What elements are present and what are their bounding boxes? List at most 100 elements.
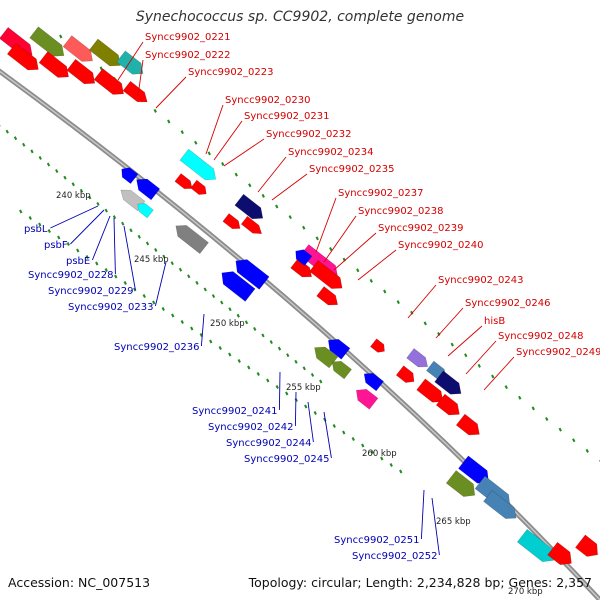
track-dot bbox=[203, 287, 207, 292]
forward-gene-label: Syncc9902_0222 bbox=[145, 50, 231, 61]
track-dot bbox=[253, 326, 257, 331]
track-dot bbox=[133, 287, 137, 292]
topology-label: Topology: circular; Length: 2,234,828 bp… bbox=[248, 575, 592, 590]
track-dot bbox=[161, 307, 165, 311]
track-dot bbox=[228, 352, 232, 357]
track-dot bbox=[171, 313, 175, 318]
reverse-gene-leader bbox=[294, 391, 297, 427]
scale-label: 260 kbp bbox=[362, 449, 397, 459]
track-dot bbox=[558, 427, 562, 432]
track-dot bbox=[266, 378, 270, 383]
gene-arrow bbox=[295, 249, 313, 267]
track-dot bbox=[275, 204, 279, 209]
track-dot bbox=[585, 448, 589, 453]
track-dot bbox=[129, 228, 133, 233]
gene-arrow bbox=[66, 58, 96, 85]
track-dot bbox=[207, 151, 211, 156]
track-dot bbox=[237, 359, 241, 363]
track-dot bbox=[194, 140, 198, 145]
track-dot bbox=[19, 209, 23, 214]
track-dot bbox=[423, 321, 427, 326]
forward-gene-label: Syncc9902_0221 bbox=[145, 32, 231, 43]
reverse-gene-label: Syncc9902_0242 bbox=[208, 422, 294, 433]
track-dot bbox=[286, 353, 290, 358]
forward-gene-label: Syncc9902_0234 bbox=[288, 147, 374, 158]
reverse-gene-leader bbox=[91, 215, 111, 261]
gene-arrow bbox=[234, 193, 264, 220]
forward-gene-label: Syncc9902_0230 bbox=[225, 95, 311, 106]
track-dot bbox=[504, 385, 508, 390]
gene-arrow bbox=[434, 370, 462, 395]
gene-arrow bbox=[328, 338, 351, 360]
track-dot bbox=[76, 248, 80, 253]
track-dot bbox=[162, 254, 166, 259]
track-dot bbox=[464, 353, 468, 358]
track-dot bbox=[356, 268, 360, 273]
track-dot bbox=[79, 188, 84, 193]
track-dot bbox=[288, 215, 292, 220]
map-title: Synechococcus sp. CC9902, complete genom… bbox=[135, 9, 465, 25]
forward-gene-label: Syncc9902_0238 bbox=[358, 206, 444, 217]
track-dot bbox=[269, 340, 273, 344]
track-dot bbox=[71, 182, 75, 187]
track-dot bbox=[545, 417, 549, 421]
forward-gene-leader bbox=[271, 173, 308, 201]
track-dot bbox=[178, 267, 183, 272]
forward-gene-label: Syncc9902_0231 bbox=[244, 111, 330, 122]
track-dot bbox=[96, 202, 100, 206]
track-dot bbox=[85, 255, 89, 259]
gene-arrow bbox=[370, 338, 385, 353]
track-dot bbox=[218, 346, 222, 350]
track-dot bbox=[30, 149, 34, 154]
track-dot bbox=[342, 430, 346, 435]
gene-arrow bbox=[314, 346, 339, 369]
forward-gene-leader bbox=[435, 307, 464, 339]
gene-arrow bbox=[190, 179, 207, 195]
track-dot bbox=[450, 342, 454, 347]
gene-arrow bbox=[363, 372, 384, 392]
forward-gene-label: Syncc9902_0239 bbox=[378, 223, 464, 234]
forward-gene-label: Syncc9902_0249 bbox=[516, 347, 600, 358]
gene-arrow bbox=[435, 393, 460, 416]
gene-arrow bbox=[136, 178, 161, 201]
track-dot bbox=[572, 438, 576, 443]
scale-label: 250 kbp bbox=[210, 319, 245, 329]
reverse-gene-leader bbox=[307, 401, 314, 443]
track-dot bbox=[396, 300, 400, 305]
track-dot bbox=[221, 162, 225, 166]
track-dot bbox=[247, 365, 251, 370]
track-dot bbox=[59, 34, 63, 39]
forward-gene-leader bbox=[137, 59, 144, 97]
forward-gene-leader bbox=[223, 138, 265, 167]
track-dot bbox=[380, 456, 384, 461]
gene-arrow bbox=[222, 213, 241, 230]
reverse-gene-label: Syncc9902_0245 bbox=[244, 454, 330, 465]
forward-gene-leader bbox=[407, 284, 437, 319]
track-dot bbox=[170, 261, 174, 266]
forward-gene-leader bbox=[205, 104, 224, 155]
reverse-gene-leader bbox=[420, 489, 425, 540]
forward-gene-leader bbox=[323, 215, 357, 263]
forward-gene-label: Syncc9902_0223 bbox=[188, 67, 274, 78]
forward-gene-leader bbox=[117, 41, 144, 81]
track-dot bbox=[275, 385, 279, 389]
forward-gene-leader bbox=[465, 340, 497, 375]
track-dot bbox=[351, 437, 355, 441]
track-dot bbox=[195, 280, 199, 285]
track-dot bbox=[112, 215, 117, 220]
gene-arrow bbox=[290, 258, 312, 278]
gene-arrow bbox=[575, 534, 598, 557]
track-dot bbox=[57, 235, 61, 240]
gene-arrow bbox=[93, 68, 124, 95]
gene-arrow bbox=[416, 378, 444, 403]
scale-label: 270 kbp bbox=[508, 587, 543, 597]
track-dot bbox=[319, 379, 323, 384]
scale-label: 255 kbp bbox=[286, 383, 321, 393]
reverse-gene-leader bbox=[200, 313, 205, 347]
track-dot bbox=[310, 372, 315, 377]
forward-gene-leader bbox=[257, 156, 287, 193]
track-dot bbox=[491, 374, 495, 379]
reverse-gene-label: psbE bbox=[66, 256, 90, 267]
track-dot bbox=[104, 268, 108, 272]
